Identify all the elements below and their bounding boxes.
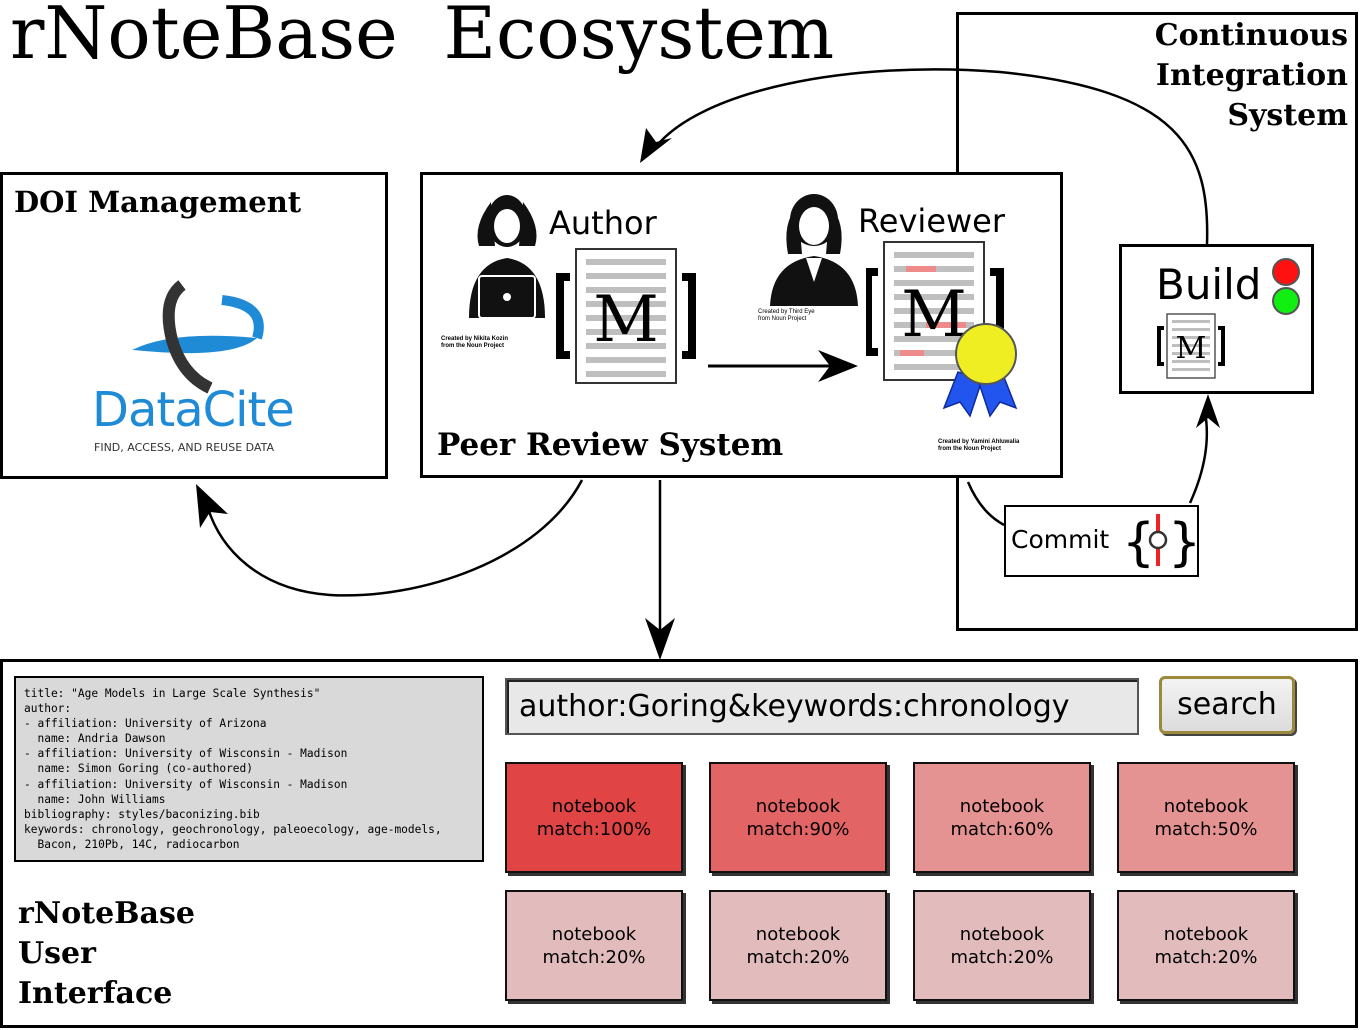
notebook-result-match: match:20% [950, 946, 1054, 968]
commit-braces-icon: { } [1122, 513, 1196, 570]
reviewed-document-icon: M [866, 241, 1018, 418]
ui-heading: rNoteBase User Interface [18, 896, 195, 1011]
notebook-result-label: notebook [959, 795, 1045, 817]
notebook-result-label: notebook [1163, 923, 1249, 945]
notebook-result-label: notebook [755, 795, 841, 817]
datacite-name: DataCite [92, 382, 295, 438]
svg-text:M: M [901, 278, 967, 352]
notebook-result-match: match:50% [1154, 818, 1258, 840]
notebook-result-label: notebook [959, 923, 1045, 945]
notebook-result-label: notebook [1163, 795, 1249, 817]
reviewer-credit: Created by Third Eye from Noun Project [758, 309, 815, 322]
metadata-line: name: Andria Dawson [24, 732, 166, 746]
notebook-result-match: match:100% [536, 818, 652, 840]
notebook-metadata-panel: title: "Age Models in Large Scale Synthe… [14, 676, 484, 862]
notebook-result-match: match:90% [746, 818, 850, 840]
notebook-result-label: notebook [551, 923, 637, 945]
search-input[interactable]: author:Goring&keywords:chronology [505, 678, 1139, 735]
metadata-line: - affiliation: University of Wisconsin -… [24, 777, 348, 791]
author-label: Author [549, 204, 657, 242]
metadata-line: - affiliation: University of Arizona [24, 717, 267, 731]
notebook-result-label: notebook [551, 795, 637, 817]
doi-heading: DOI Management [14, 185, 302, 219]
metadata-line: keywords: chronology, geochronology, pal… [24, 822, 442, 836]
svg-text:}: } [1168, 513, 1196, 570]
reviewer-label: Reviewer [858, 202, 1006, 240]
svg-text:M: M [1176, 331, 1207, 366]
build-label: Build [1156, 260, 1262, 309]
metadata-line: title: "Age Models in Large Scale Synthe… [24, 687, 321, 700]
search-button[interactable]: search [1159, 676, 1295, 734]
diagram-title: rNoteBase Ecosystem [10, 0, 835, 75]
notebook-result-label: notebook [755, 923, 841, 945]
commit-label: Commit [1011, 525, 1110, 554]
doi-management-box [0, 172, 388, 479]
metadata-line: author: [24, 702, 72, 716]
build-document-icon: M [1157, 313, 1225, 379]
peer-review-heading: Peer Review System [437, 427, 784, 463]
badge-credit: Created by Yamini Ahluwalia from the Nou… [938, 439, 1020, 452]
notebook-result-match: match:20% [1154, 946, 1258, 968]
metadata-line: - affiliation: University of Wisconsin -… [24, 747, 348, 761]
author-credit: Created by Nikita Kozin from the Noun Pr… [441, 336, 509, 349]
svg-text:M: M [593, 283, 659, 357]
build-status-red-icon [1272, 258, 1300, 286]
review-arrow [708, 350, 858, 382]
metadata-line: Bacon, 210Pb, 14C, radiocarbon [24, 837, 240, 851]
ci-heading: Continuous Integration System [1154, 18, 1348, 133]
notebook-result-match: match:20% [542, 946, 646, 968]
notebook-result-match: match:60% [950, 818, 1054, 840]
build-status-green-icon [1272, 287, 1300, 315]
reviewer-person-icon [770, 194, 858, 306]
metadata-line: name: John Williams [24, 792, 166, 806]
notebook-result-match: match:20% [746, 946, 850, 968]
metadata-line: bibliography: styles/baconizing.bib [24, 807, 260, 821]
metadata-line: name: Simon Goring (co-authored) [24, 762, 254, 776]
datacite-tagline: FIND, ACCESS, AND REUSE DATA [94, 441, 274, 454]
markdown-document-icon: M [556, 248, 696, 384]
author-person-icon [469, 195, 545, 319]
datacite-logo-icon [132, 280, 264, 394]
